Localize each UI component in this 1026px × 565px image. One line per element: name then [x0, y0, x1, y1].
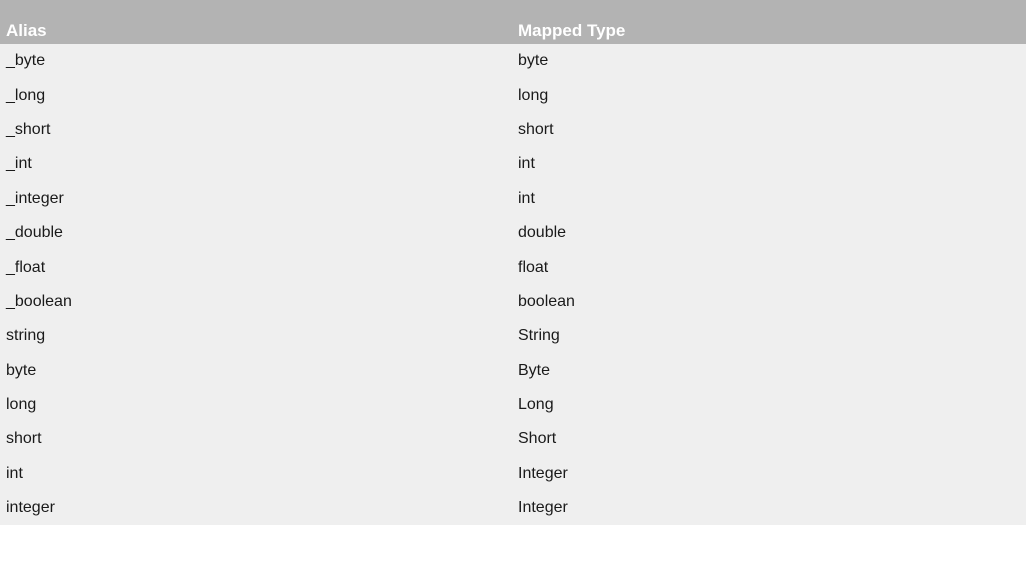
table-row: _float float	[0, 250, 1026, 284]
table-row: int Integer	[0, 457, 1026, 491]
alias-cell: _byte	[6, 52, 46, 70]
table-row: string String	[0, 319, 1026, 353]
mapped-type-cell: float	[518, 258, 549, 276]
table-row: long Long	[0, 388, 1026, 422]
mapped-type-cell: byte	[518, 52, 549, 70]
mapped-type-cell: Long	[518, 396, 554, 414]
alias-cell: short	[6, 430, 42, 448]
mapped-type-cell: double	[518, 224, 567, 242]
table-body: _byte byte _long long _short short _int …	[0, 44, 1026, 526]
table-row: _boolean boolean	[0, 285, 1026, 319]
alias-cell: _float	[6, 258, 46, 276]
alias-cell: string	[6, 327, 46, 345]
alias-type-table: Alias Mapped Type _byte byte _long long …	[0, 0, 1026, 526]
table-row: _short short	[0, 113, 1026, 147]
alias-cell: int	[6, 464, 23, 482]
mapped-type-cell: Short	[518, 430, 557, 448]
alias-cell: _integer	[6, 189, 64, 207]
mapped-type-cell: Integer	[518, 464, 568, 482]
alias-cell: long	[6, 396, 37, 414]
alias-cell: _double	[6, 224, 63, 242]
table-row: _integer int	[0, 182, 1026, 216]
mapped-type-cell: int	[518, 189, 535, 207]
table-row: integer Integer	[0, 491, 1026, 525]
mapped-type-cell: int	[518, 155, 535, 173]
table-row: short Short	[0, 422, 1026, 456]
mapped-type-cell: Byte	[518, 361, 551, 379]
table-row: _long long	[0, 78, 1026, 112]
column-header-alias: Alias	[6, 21, 47, 40]
table-row: _double double	[0, 216, 1026, 250]
alias-cell: _short	[6, 120, 51, 138]
table-row: byte Byte	[0, 354, 1026, 388]
mapped-type-cell: short	[518, 120, 554, 138]
column-header-mapped-type: Mapped Type	[518, 21, 626, 40]
alias-cell: _long	[6, 86, 46, 104]
alias-cell: _int	[6, 155, 32, 173]
table-header: Alias Mapped Type	[0, 0, 1026, 44]
alias-cell: byte	[6, 361, 37, 379]
alias-cell: integer	[6, 499, 55, 517]
mapped-type-cell: Integer	[518, 499, 568, 517]
table-row: _byte byte	[0, 44, 1026, 78]
table-row: _int int	[0, 147, 1026, 181]
alias-cell: _boolean	[6, 292, 72, 310]
mapped-type-cell: boolean	[518, 292, 575, 310]
mapped-type-cell: String	[518, 327, 560, 345]
mapped-type-cell: long	[518, 86, 549, 104]
